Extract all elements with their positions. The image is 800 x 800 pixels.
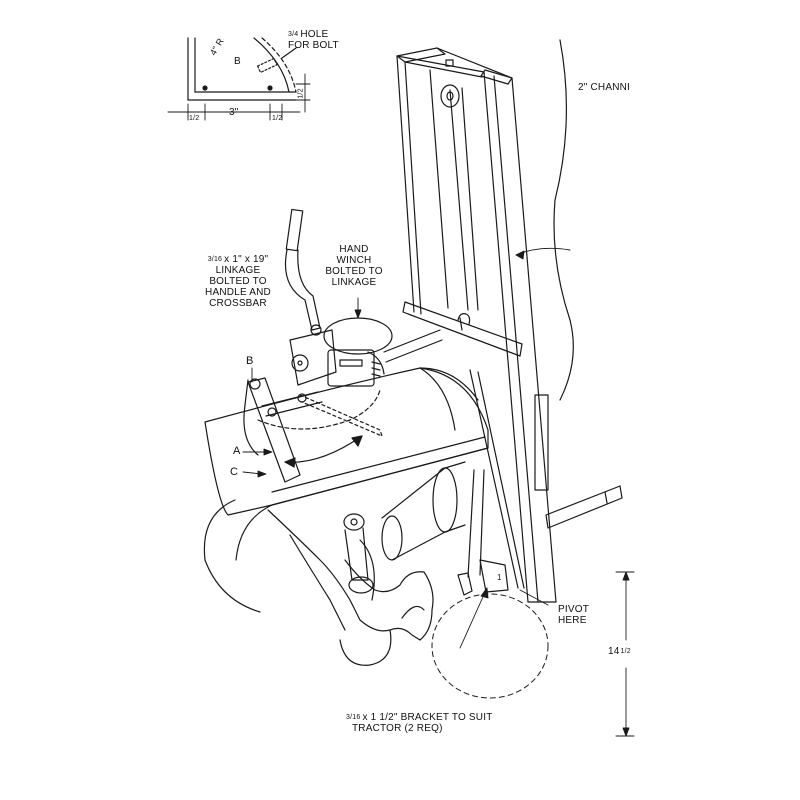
operator-foot xyxy=(267,509,434,666)
height-whole: 14 xyxy=(608,646,620,657)
bracket-line1: x 1 1/2" BRACKET TO SUIT xyxy=(362,712,493,723)
winch-line3: BOLTED TO xyxy=(325,266,383,277)
linkage-line3: HANDLE AND xyxy=(205,287,271,298)
letter-c-label: C xyxy=(230,466,239,478)
dim-left: 1/2 xyxy=(189,115,200,122)
linkage-fraction: 3/16 xyxy=(207,255,223,263)
hole-label-line1: HOLE xyxy=(300,29,329,40)
height-label: 141/2 xyxy=(608,646,631,657)
bracket-line2: TRACTOR (2 REQ) xyxy=(352,723,443,734)
linkage-line1: LINKAGE xyxy=(215,265,261,276)
tractor-body xyxy=(203,39,574,613)
dim-right: 1/2 xyxy=(272,115,283,122)
winch-label: HAND WINCH BOLTED TO LINKAGE xyxy=(314,244,394,288)
pivot-detail-circle xyxy=(431,593,549,699)
pivot-line2: HERE xyxy=(558,615,587,626)
letter-b-label: B xyxy=(246,355,254,367)
linkage-line2: BOLTED TO xyxy=(209,276,267,287)
winch-line2: WINCH xyxy=(336,255,372,266)
dim-vertical: 1/2 xyxy=(297,88,305,99)
winch-line4: LINKAGE xyxy=(331,277,377,288)
hole-label-line2: FOR BOLT xyxy=(288,40,339,51)
leader-lines xyxy=(242,247,571,649)
pivot-label: PIVOT HERE xyxy=(558,604,589,626)
upright-channel-frame: 1 xyxy=(396,47,623,603)
height-fraction: 1/2 xyxy=(620,647,631,655)
height-dimension xyxy=(615,571,635,737)
hole-fraction: 3/4 xyxy=(288,30,299,38)
inset-part-letter: B xyxy=(234,56,241,67)
winch-line1: HAND xyxy=(339,244,369,255)
detail-inset xyxy=(167,37,311,121)
dim-middle: 3" xyxy=(229,107,239,118)
channel-label: 2" CHANNI xyxy=(578,82,631,93)
svg-text:1: 1 xyxy=(497,573,502,582)
letter-a-label: A xyxy=(233,445,241,457)
pivot-line1: PIVOT xyxy=(558,604,590,615)
bracket-fraction: 3/16 xyxy=(346,713,361,721)
linkage-size: x 1" x 19" xyxy=(224,254,269,265)
linkage-line4: CROSSBAR xyxy=(209,298,267,309)
